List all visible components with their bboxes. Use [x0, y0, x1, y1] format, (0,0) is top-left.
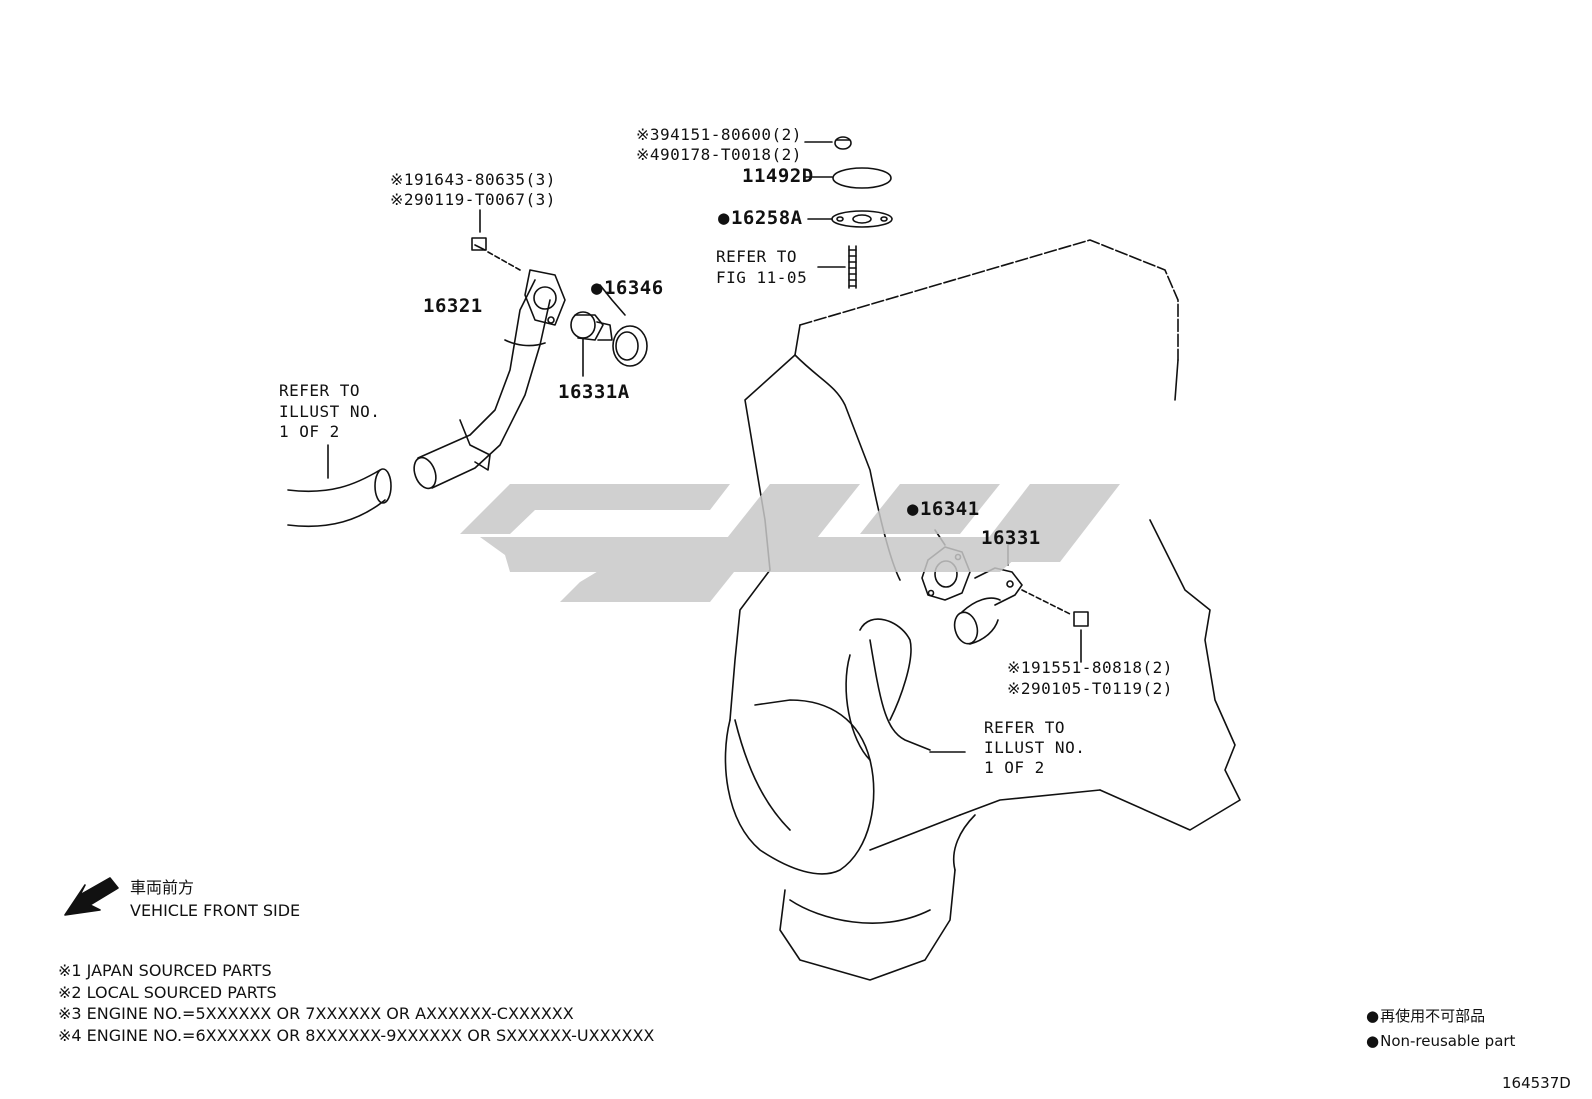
callout-screw-left-2: ※290119-T0067(3): [390, 190, 556, 209]
note-1: ※1 JAPAN SOURCED PARTS: [58, 961, 272, 980]
part-number-16331: 16331: [981, 527, 1041, 549]
note-2: ※2 LOCAL SOURCED PARTS: [58, 983, 277, 1002]
refer-stud-line-1: REFER TO: [716, 247, 798, 266]
part-number-16331a: 16331A: [558, 381, 630, 403]
front-side-label-en: VEHICLE FRONT SIDE: [130, 901, 301, 920]
refer-hose-right-line-2: ILLUST NO.: [984, 738, 1086, 757]
bolt-right: [1021, 589, 1089, 663]
diagram-id: 164537D: [1502, 1074, 1571, 1092]
note-3: ※3 ENGINE NO.=5XXXXXX OR 7XXXXXX OR AXXX…: [58, 1004, 574, 1023]
refer-hose-left-line-3: 1 OF 2: [279, 422, 340, 441]
water-outlet-pipe: [413, 269, 566, 490]
nonreusable-label-jp: 再使用不可部品: [1366, 1009, 1485, 1024]
gasket-11492d: [804, 167, 892, 189]
vehicle-front-arrow-icon: [64, 877, 119, 916]
front-side-label-jp: 車両前方: [130, 878, 195, 897]
stud: [817, 245, 857, 289]
gasket-16258a: [807, 210, 893, 228]
callout-bolt-right-1: ※191551-80818(2): [1007, 658, 1173, 677]
callout-nut-2: ※490178-T0018(2): [636, 145, 802, 164]
hose-left: [287, 444, 392, 528]
refer-hose-right-line-3: 1 OF 2: [984, 758, 1045, 777]
callout-nut-1: ※394151-80600(2): [636, 125, 802, 144]
refer-stud-line-2: FIG 11-05: [716, 268, 808, 287]
part-number-11492d: 11492D: [742, 165, 814, 187]
callout-bolt-right-2: ※290105-T0119(2): [1007, 679, 1173, 698]
bolt-left: [471, 209, 521, 271]
part-number-16341: 16341: [907, 500, 980, 519]
thermostat: [570, 311, 613, 377]
note-4: ※4 ENGINE NO.=6XXXXXX OR 8XXXXXX-9XXXXXX…: [58, 1026, 655, 1045]
part-number-16346: 16346: [591, 279, 664, 298]
watermark-logo: [460, 484, 1120, 602]
part-number-16258a: 16258A: [718, 209, 803, 228]
part-number-16321: 16321: [423, 295, 483, 317]
refer-hose-left-line-2: ILLUST NO.: [279, 402, 381, 421]
callout-screw-left-1: ※191643-80635(3): [390, 170, 556, 189]
nonreusable-label-en: Non-reusable part: [1366, 1034, 1515, 1049]
refer-hose-left-line-1: REFER TO: [279, 381, 361, 400]
nut-top: [804, 136, 852, 150]
refer-hose-right-line-1: REFER TO: [984, 718, 1066, 737]
